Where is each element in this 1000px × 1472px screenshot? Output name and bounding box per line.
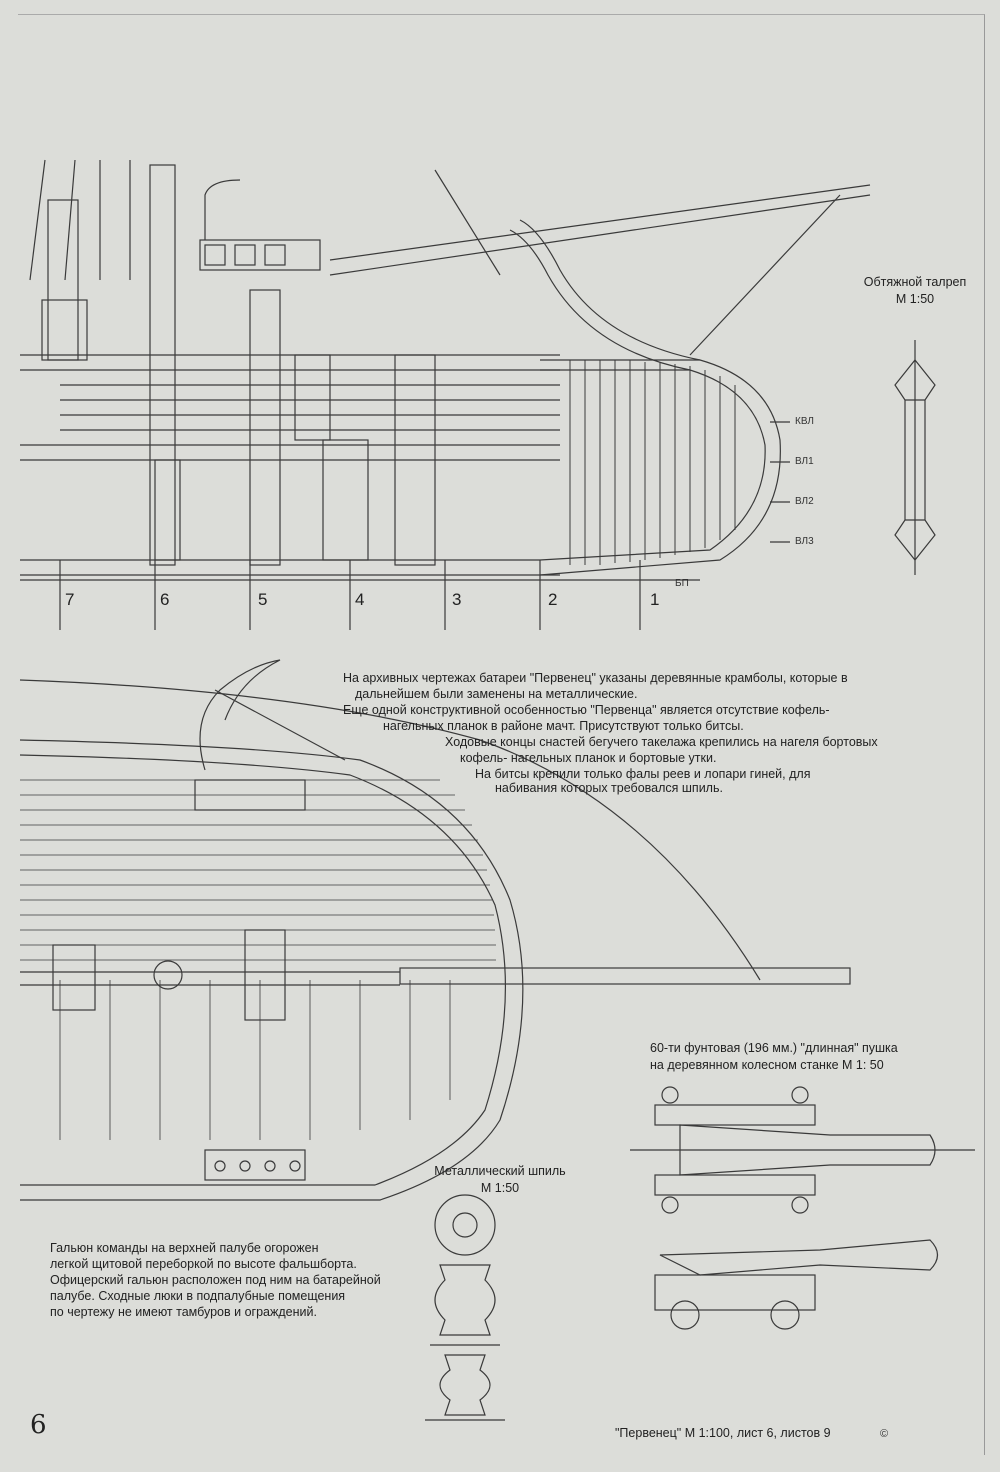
capstan-title: Металлический шпиль М 1:50: [415, 1163, 585, 1197]
turnbuckle-name: Обтяжной талреп: [863, 275, 967, 289]
note-line: Еще одной конструктивной особенностью "П…: [343, 703, 830, 717]
note-line: легкой щитовой переборкой по высоте фаль…: [50, 1257, 357, 1271]
note-line: На битсы крепили только фалы реев и лопа…: [475, 767, 811, 781]
cannon-title: 60-ти фунтовая (196 мм.) "длинная" пушка…: [650, 1040, 950, 1074]
page-number: 6: [30, 1410, 47, 1440]
station-4: 4: [355, 590, 365, 609]
note-line: набивания которых требовался шпиль.: [495, 781, 723, 795]
station-numbers: 7 6 5 4 3 2 1: [0, 590, 700, 610]
note-line: кофель- нагельных планок и бортовые утки…: [460, 751, 717, 765]
capstan-drawing: [425, 1194, 505, 1421]
note-line: по чертежу не имеют тамбуров и ограждени…: [50, 1305, 317, 1319]
turnbuckle-title: Обтяжной талреп М 1:50: [840, 274, 990, 308]
turnbuckle-scale: М 1:50: [895, 292, 935, 306]
cannon-drawing: [630, 1086, 975, 1330]
station-7: 7: [65, 590, 75, 609]
waterline-kvl: КВЛ: [795, 416, 814, 427]
sheet-frame: [18, 14, 985, 1455]
station-3: 3: [452, 590, 462, 609]
station-1: 1: [650, 590, 660, 609]
copyright-mark: ©: [880, 1428, 889, 1440]
note-line: Гальюн команды на верхней палубе огороже…: [50, 1241, 319, 1255]
station-6: 6: [160, 590, 170, 609]
side-profile-drawing: [20, 159, 871, 630]
waterline-vl2: ВЛ2: [795, 496, 814, 507]
capstan-scale: М 1:50: [480, 1181, 520, 1195]
cannon-title-line2: на деревянном колесном станке М 1: 50: [650, 1058, 884, 1072]
cannon-title-line1: 60-ти фунтовая (196 мм.) "длинная" пушка: [650, 1041, 898, 1055]
note-line: палубе. Сходные люки в подпалубные помещ…: [50, 1289, 346, 1303]
note-line: дальнейшем были заменены на металлически…: [355, 687, 638, 701]
capstan-name: Металлический шпиль: [434, 1164, 566, 1178]
sheet-footer: "Первенец" М 1:100, лист 6, листов 9: [615, 1426, 831, 1440]
note-line: Офицерский гальюн расположен под ним на …: [50, 1273, 381, 1287]
station-2: 2: [548, 590, 558, 609]
note-line: Ходовые концы снастей бегучего такелажа …: [445, 735, 878, 749]
turnbuckle-drawing: [894, 340, 936, 575]
baseline-label: БП: [675, 578, 689, 589]
note-line: На архивных чертежах батареи "Первенец" …: [343, 671, 848, 685]
waterline-vl3: ВЛ3: [795, 536, 814, 547]
note-line: нагельных планок в районе мачт. Присутст…: [383, 719, 744, 733]
plan-view-drawing: [19, 659, 851, 1201]
waterline-vl1: ВЛ1: [795, 456, 814, 467]
station-5: 5: [258, 590, 268, 609]
